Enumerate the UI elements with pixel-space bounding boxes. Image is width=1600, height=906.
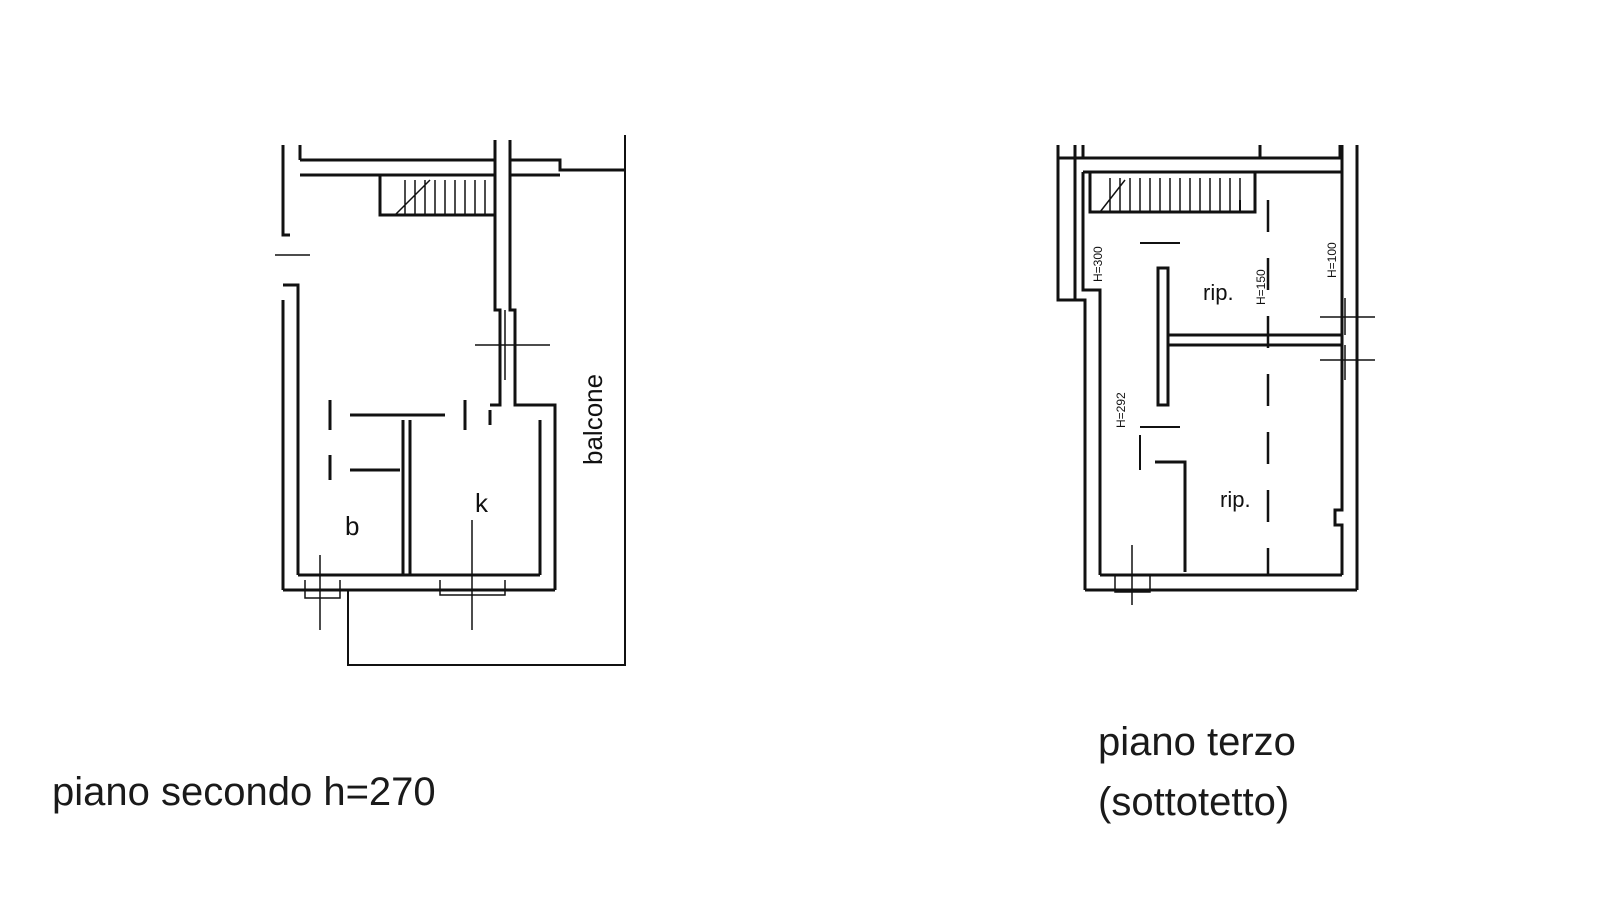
wall-right <box>1333 145 1359 590</box>
room-label-kitchen: k <box>475 488 489 518</box>
staircase <box>378 173 497 217</box>
staircase <box>1088 170 1257 214</box>
bath-kitchen-partition <box>350 413 445 575</box>
door-marks <box>1139 200 1241 470</box>
wall-left <box>281 145 302 590</box>
height-label-h300: H=300 <box>1091 246 1105 282</box>
wall-right-upper <box>490 140 557 590</box>
caption-third-floor-line1: piano terzo <box>1098 720 1296 764</box>
partition-vertical <box>1156 266 1170 407</box>
stair-treads <box>1099 178 1241 213</box>
height-label-h100: H=100 <box>1325 242 1339 278</box>
wall-bottom <box>283 573 555 592</box>
stair-treads <box>394 179 486 216</box>
wall-top <box>300 158 625 177</box>
room-label-bath: b <box>345 511 359 541</box>
caption-third-floor-line2: (sottotetto) <box>1098 780 1290 824</box>
wall-bottom <box>1085 573 1357 592</box>
room-label-storage-upper: rip. <box>1203 280 1234 305</box>
plan-third-floor: rip. rip. H=300 H=292 H=150 H=100 <box>1056 145 1375 605</box>
partition-horizontal <box>1168 333 1342 347</box>
plan-second-floor: b k balcone <box>275 135 626 666</box>
door-marks <box>328 400 492 480</box>
height-label-h292: H=292 <box>1114 392 1128 428</box>
partition-lower <box>1155 460 1187 572</box>
balcony-outline <box>347 135 626 666</box>
window-marks <box>1114 298 1375 605</box>
height-label-h150: H=150 <box>1254 269 1268 305</box>
room-label-balcony: balcone <box>578 374 608 465</box>
window-marks <box>275 254 550 630</box>
room-label-storage-lower: rip. <box>1220 487 1251 512</box>
caption-second-floor: piano secondo h=270 <box>52 770 436 814</box>
wall-top <box>1058 145 1342 174</box>
